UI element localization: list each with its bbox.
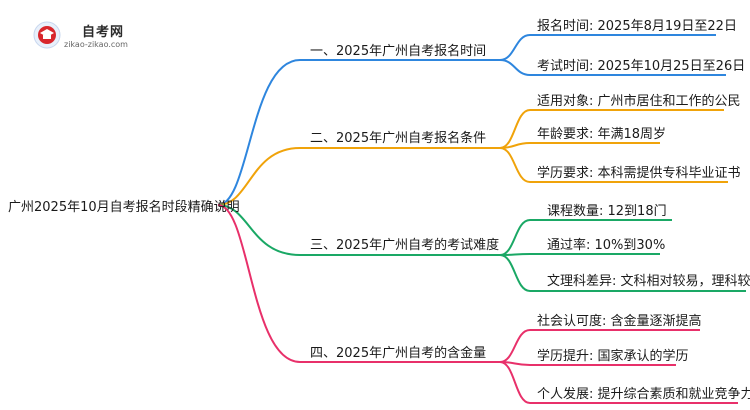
branch-3-leaf-2 (499, 253, 660, 256)
branch-3-leaf-1 (499, 219, 672, 256)
branch-1-leaf-1-text: 报名时间: 2025年8月19日至22日 (537, 19, 737, 34)
branch-4-leaf-3 (499, 361, 738, 404)
branch-4-leaf-1 (499, 329, 700, 363)
branch-4-leaf-2-text: 学历提升: 国家承认的学历 (537, 349, 689, 364)
branch-3-connectors (217, 204, 746, 292)
branch-2-leaf-2 (499, 142, 660, 149)
branch-3-leaf-3 (499, 254, 746, 292)
graduation-cap-icon (33, 21, 61, 49)
branch-4-connectors (217, 204, 738, 404)
root-to-branch-1 (217, 59, 500, 206)
branch-3-leaf-1-text: 课程数量: 12到18门 (547, 204, 667, 219)
branch-4-leaf-1-text: 社会认可度: 含金量逐渐提高 (537, 314, 702, 329)
branch-2-leaf-2-text: 年龄要求: 年满18周岁 (537, 127, 667, 142)
branch-2-label: 二、2025年广州自考报名条件 (310, 131, 487, 146)
logo-brand: 自考网 (82, 25, 125, 40)
branch-2-leaf-3-text: 学历要求: 本科需提供专科毕业证书 (537, 166, 741, 181)
branch-2-leaf-1 (499, 109, 724, 149)
root-to-branch-4 (217, 204, 500, 363)
branch-2-leaf-1-text: 适用对象: 广州市居住和工作的公民 (537, 94, 741, 109)
branch-3-label: 三、2025年广州自考的考试难度 (310, 238, 500, 253)
branch-1-leaf-2 (499, 59, 726, 76)
logo-domain: zikao-zikao.com (64, 40, 128, 49)
root-to-branch-3 (217, 204, 500, 256)
branch-4-leaf-3-text: 个人发展: 提升综合素质和就业竞争力 (537, 387, 750, 402)
root-to-branch-2 (217, 147, 500, 206)
branch-4-label: 四、2025年广州自考的含金量 (310, 346, 487, 361)
branch-3-leaf-2-text: 通过率: 10%到30% (547, 238, 666, 253)
branch-3-leaf-3-text: 文理科差异: 文科相对较易，理科较难 (547, 274, 750, 289)
branch-1-leaf-2-text: 考试时间: 2025年10月25日至26日 (537, 59, 746, 74)
branch-1-label: 一、2025年广州自考报名时间 (310, 44, 487, 59)
branch-2-connectors (217, 109, 728, 206)
branch-1-connectors (217, 34, 726, 206)
root-node: 广州2025年10月自考报名时段精确说明 (8, 200, 240, 215)
branch-2-leaf-3 (499, 147, 728, 183)
branch-1-leaf-1 (499, 34, 716, 61)
site-logo[interactable]: 自考网 zikao-zikao.com (30, 20, 180, 52)
